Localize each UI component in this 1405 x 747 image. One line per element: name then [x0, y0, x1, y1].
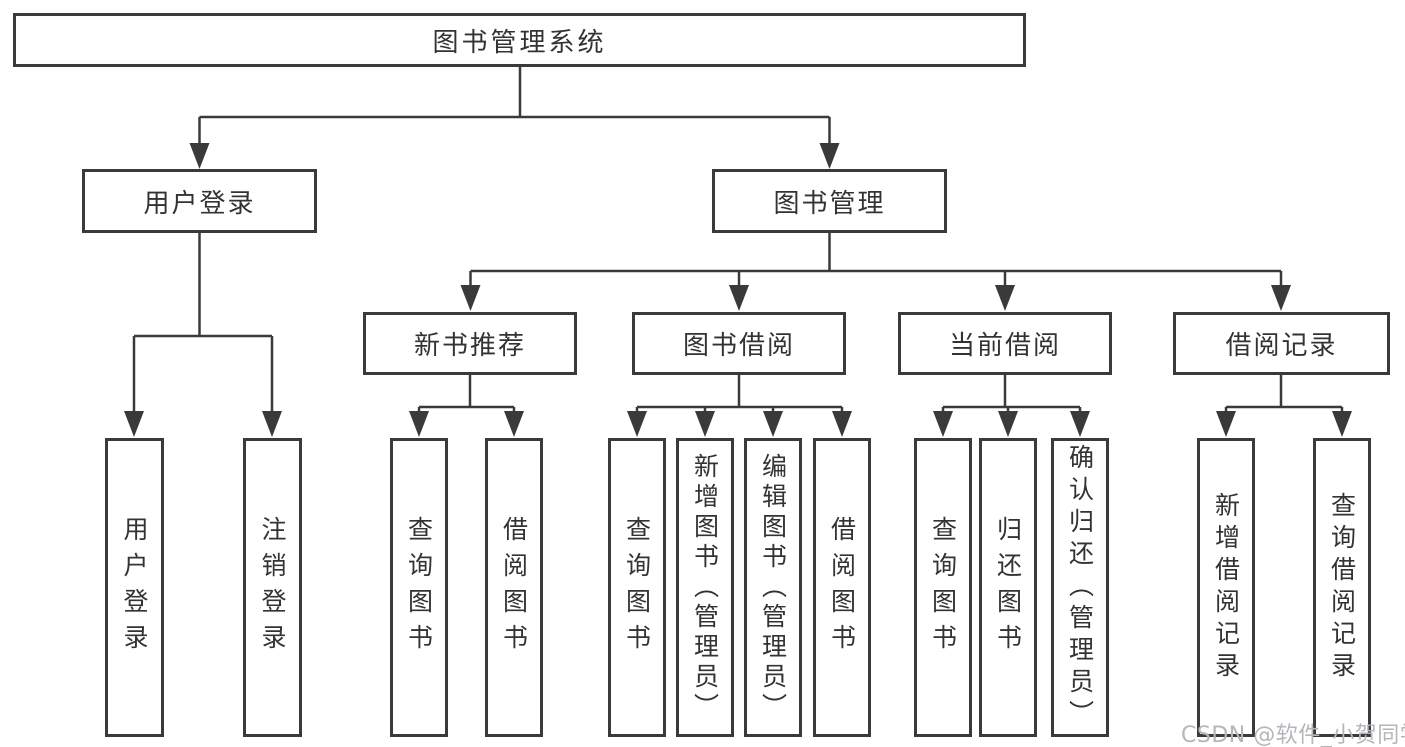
leaf-query-books-current: 查询图书 [914, 438, 972, 737]
leaf-add-books-admin: 新增图书（管理员） [676, 438, 734, 737]
node-book-borrowing-label: 图书借阅 [682, 331, 795, 361]
leaf-user-login: 用户登录 [105, 438, 164, 737]
tree-edges [132, 67, 1344, 414]
leaf-confirm-return-admin: 确认归还（管理员） [1051, 438, 1109, 737]
node-root-label: 图书管理系统 [432, 27, 607, 58]
leaf-add-borrow-record: 新增借阅记录 [1197, 438, 1255, 737]
leaf-confirm-return-admin-label: 确认归还（管理员） [1065, 443, 1095, 732]
leaf-query-books-recommend-label: 查询图书 [404, 515, 434, 660]
leaf-edit-books-admin-label: 编辑图书（管理员） [758, 452, 788, 723]
leaf-logout-login-label: 注销登录 [258, 515, 287, 660]
leaf-return-books-label: 归还图书 [993, 515, 1023, 660]
leaf-add-books-admin-label: 新增图书（管理员） [690, 452, 720, 723]
node-book-borrowing: 图书借阅 [632, 312, 846, 375]
node-borrowing-records: 借阅记录 [1173, 312, 1390, 375]
node-user-login: 用户登录 [82, 169, 317, 233]
node-new-book-recommendation: 新书推荐 [363, 312, 577, 375]
node-root: 图书管理系统 [13, 13, 1026, 67]
node-new-book-recommendation-label: 新书推荐 [413, 331, 526, 361]
leaf-query-books-current-label: 查询图书 [928, 515, 958, 660]
watermark: CSDN @软件_小贺同学 [1181, 723, 1405, 747]
node-current-borrowing-label: 当前借阅 [948, 331, 1061, 361]
leaf-query-books-borrow: 查询图书 [608, 438, 666, 737]
leaf-query-borrow-record-label: 查询借阅记录 [1327, 491, 1357, 684]
leaf-borrow-books-recommend-label: 借阅图书 [499, 515, 529, 660]
leaf-logout-login: 注销登录 [243, 438, 302, 737]
arrowhead-icons [124, 143, 1352, 437]
node-book-management: 图书管理 [712, 169, 947, 233]
leaf-query-books-recommend: 查询图书 [390, 438, 448, 737]
leaf-borrow-books-borrow: 借阅图书 [813, 438, 871, 737]
leaf-user-login-label: 用户登录 [120, 515, 149, 660]
node-book-management-label: 图书管理 [773, 188, 886, 219]
node-current-borrowing: 当前借阅 [898, 312, 1112, 375]
leaf-return-books: 归还图书 [979, 438, 1037, 737]
leaf-borrow-books-recommend: 借阅图书 [485, 438, 543, 737]
leaf-borrow-books-borrow-label: 借阅图书 [827, 515, 857, 660]
leaf-edit-books-admin: 编辑图书（管理员） [744, 438, 802, 737]
leaf-query-books-borrow-label: 查询图书 [622, 515, 652, 660]
node-user-login-label: 用户登录 [143, 188, 256, 219]
node-borrowing-records-label: 借阅记录 [1225, 331, 1338, 361]
leaf-add-borrow-record-label: 新增借阅记录 [1211, 491, 1241, 684]
leaf-query-borrow-record: 查询借阅记录 [1313, 438, 1371, 737]
